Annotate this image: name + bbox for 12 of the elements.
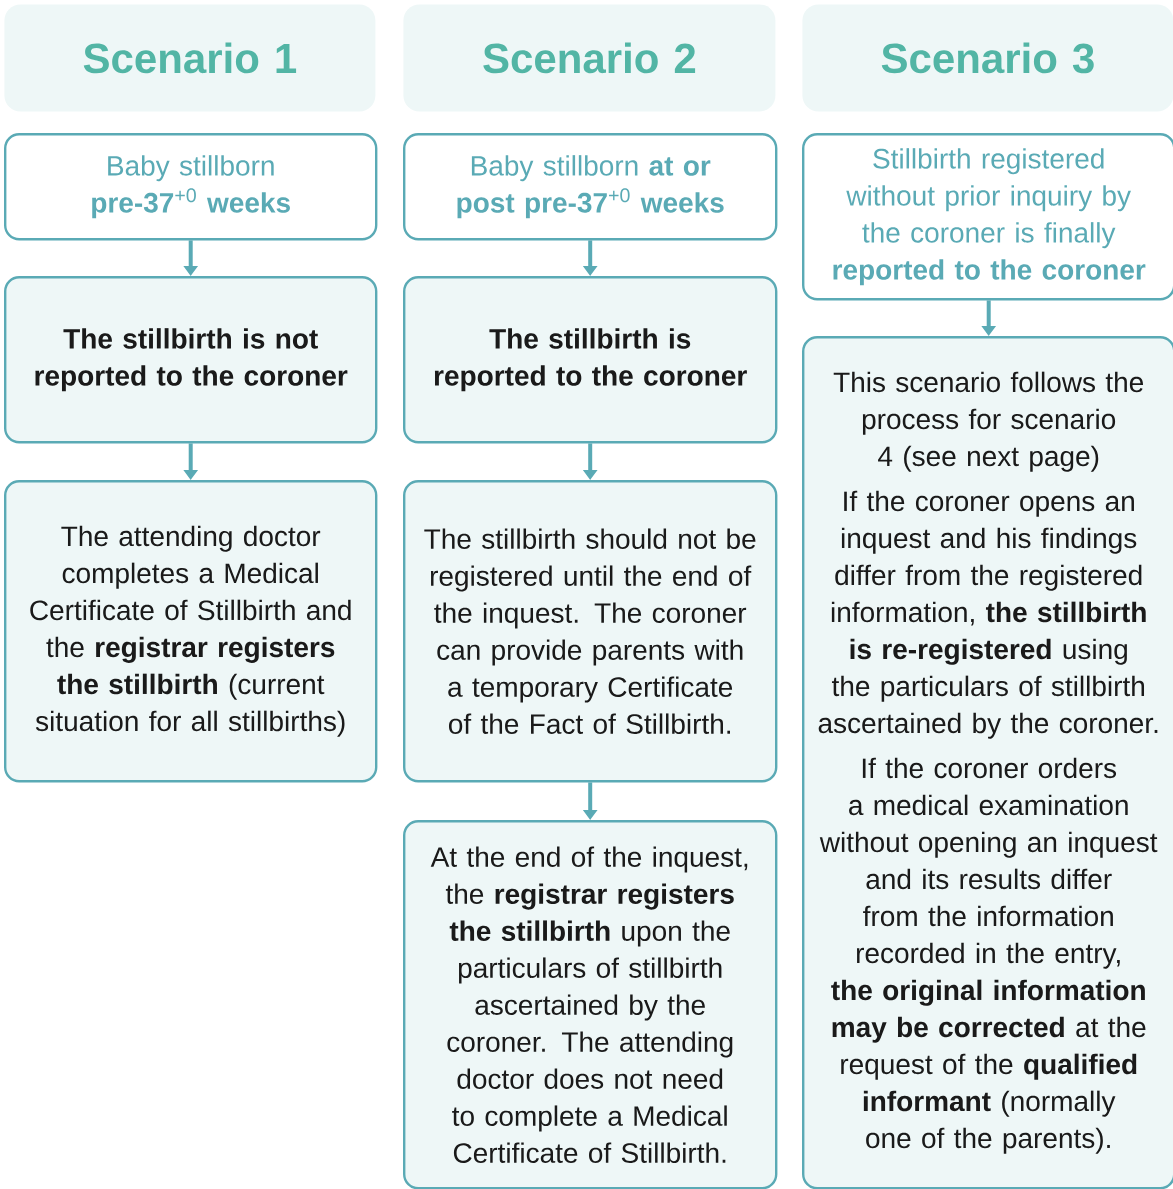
scenario-header: Scenario 1	[4, 4, 376, 112]
process-box: The stillbirth is reported to the coroner	[403, 276, 778, 444]
process-box: The stillbirth should not be registered until the end of the inquest. The coroner can provide parents with a temporary Certificate of the Fact of Stillbirth.	[403, 480, 778, 783]
process-box: The stillbirth is not reported to the coroner	[4, 276, 378, 444]
process-box: The attending doctor completes a Medical Certificate of Stillbirth and the registrar registers the stillbirth (current situation for all stillbirths)	[4, 480, 378, 783]
start-box: Baby stillborn at or post pre-37$^{+0}$ weeks	[403, 133, 778, 241]
process-box: This scenario follows the process for scenario 4 (see next page) If the coroner opens an inquest and his findings differ from the registered information, the stillbirth is re-registered using the particulars of stillbirth ascertained by the coroner. If the coroner orders a medical examination without opening an inquest and its results differ from the information recorded in the entry, the original information may be corrected at the request of the qualified informant (normally one of the parents).	[802, 336, 1173, 1189]
scenario-header: Scenario 3	[802, 4, 1173, 112]
process-box: At the end of the inquest, the registrar registers the stillbirth upon the particulars of stillbirth ascertained by the coroner. The attending doctor does not need to complete a Medical Certificate of Stillbirth.	[403, 820, 778, 1189]
start-box: Baby stillborn pre-37$^{+0}$ weeks	[4, 133, 378, 241]
start-box: Stillbirth registered without prior inquiry by the coroner is finally reported to the coroner	[802, 133, 1173, 301]
scenario-header: Scenario 2	[403, 4, 776, 112]
